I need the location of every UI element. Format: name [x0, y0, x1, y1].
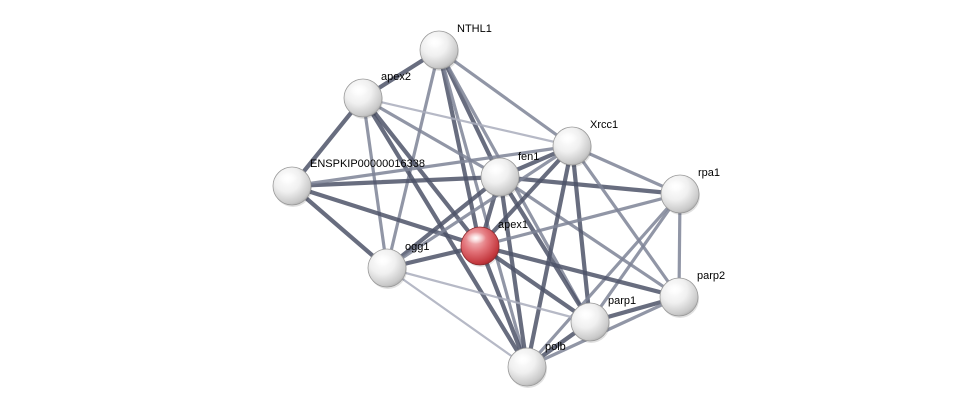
- edge-NTHL1-apex1: [436, 47, 483, 249]
- node-apex2[interactable]: apex2: [343, 71, 411, 119]
- edge-fen1-parp1: [497, 174, 593, 325]
- edge-rpa1-polb: [525, 192, 682, 369]
- edge-fen1-parp2: [498, 175, 681, 299]
- edge-NTHL1-polb: [437, 48, 529, 369]
- node-label-parp2: parp2: [697, 270, 725, 282]
- node-shine: [486, 163, 506, 175]
- node-parp1[interactable]: parp1: [570, 295, 636, 343]
- node-NTHL1[interactable]: NTHL1: [419, 23, 492, 71]
- node-label-fen1: fen1: [518, 151, 539, 163]
- node-shine: [349, 84, 369, 96]
- edge-Xrcc1-parp2: [570, 144, 681, 299]
- node-shine: [665, 283, 685, 295]
- node-shine: [558, 132, 578, 144]
- node-label-ogg1: ogg1: [405, 241, 429, 253]
- edge-ENSPKIP00000016338-apex1: [289, 183, 483, 249]
- node-label-NTHL1: NTHL1: [457, 23, 492, 35]
- node-shine: [466, 232, 486, 244]
- node-shine: [373, 254, 393, 266]
- edge-rpa1-apex1: [478, 192, 682, 248]
- node-label-Xrcc1: Xrcc1: [590, 119, 618, 131]
- edge-Xrcc1-polb: [524, 143, 575, 370]
- node-shine: [278, 172, 298, 184]
- node-polb[interactable]: polb: [507, 341, 566, 388]
- edge-ENSPKIP00000016338-ogg1: [289, 183, 390, 271]
- node-shine: [425, 36, 445, 48]
- node-label-parp1: parp1: [608, 295, 636, 307]
- edge-apex2-fen1: [361, 96, 502, 179]
- node-label-apex2: apex2: [381, 71, 411, 83]
- edge-rpa1-parp1: [588, 192, 682, 324]
- edge-Xrcc1-ogg1: [385, 144, 574, 270]
- edge-fen1-polb: [497, 174, 530, 370]
- edge-ENSPKIP00000016338-Xrcc1: [290, 144, 574, 188]
- edge-apex1-polb: [477, 243, 530, 370]
- node-Xrcc1[interactable]: Xrcc1: [552, 119, 618, 167]
- node-shine: [576, 308, 596, 320]
- edge-Xrcc1-apex1: [477, 143, 575, 249]
- edge-Xrcc1-parp1: [569, 143, 593, 325]
- edge-layer: [289, 47, 683, 370]
- edge-NTHL1-Xrcc1: [437, 48, 574, 148]
- edge-ogg1-polb: [385, 266, 529, 369]
- node-fen1[interactable]: fen1: [480, 151, 539, 198]
- edge-apex2-Xrcc1: [361, 96, 574, 148]
- edge-apex2-polb: [360, 95, 530, 370]
- node-apex1[interactable]: apex1: [460, 219, 528, 267]
- node-label-polb: polb: [545, 341, 566, 353]
- edge-apex1-parp2: [477, 243, 682, 300]
- node-parp2[interactable]: parp2: [659, 270, 725, 318]
- edge-Xrcc1-rpa1: [570, 144, 682, 196]
- edge-apex1-parp1: [477, 243, 593, 325]
- edge-fen1-rpa1: [497, 174, 683, 197]
- node-rpa1[interactable]: rpa1: [660, 167, 720, 215]
- node-ENSPKIP00000016338[interactable]: ENSPKIP00000016338: [272, 158, 425, 207]
- node-label-rpa1: rpa1: [698, 167, 720, 179]
- edge-fen1-ogg1: [384, 174, 503, 271]
- node-label-ENSPKIP00000016338: ENSPKIP00000016338: [310, 158, 425, 170]
- node-ogg1[interactable]: ogg1: [367, 241, 429, 289]
- edge-ENSPKIP00000016338-fen1: [289, 174, 503, 189]
- node-shine: [513, 353, 533, 365]
- node-label-apex1: apex1: [498, 219, 528, 231]
- edge-ogg1-parp1: [385, 266, 592, 324]
- node-shine: [666, 180, 686, 192]
